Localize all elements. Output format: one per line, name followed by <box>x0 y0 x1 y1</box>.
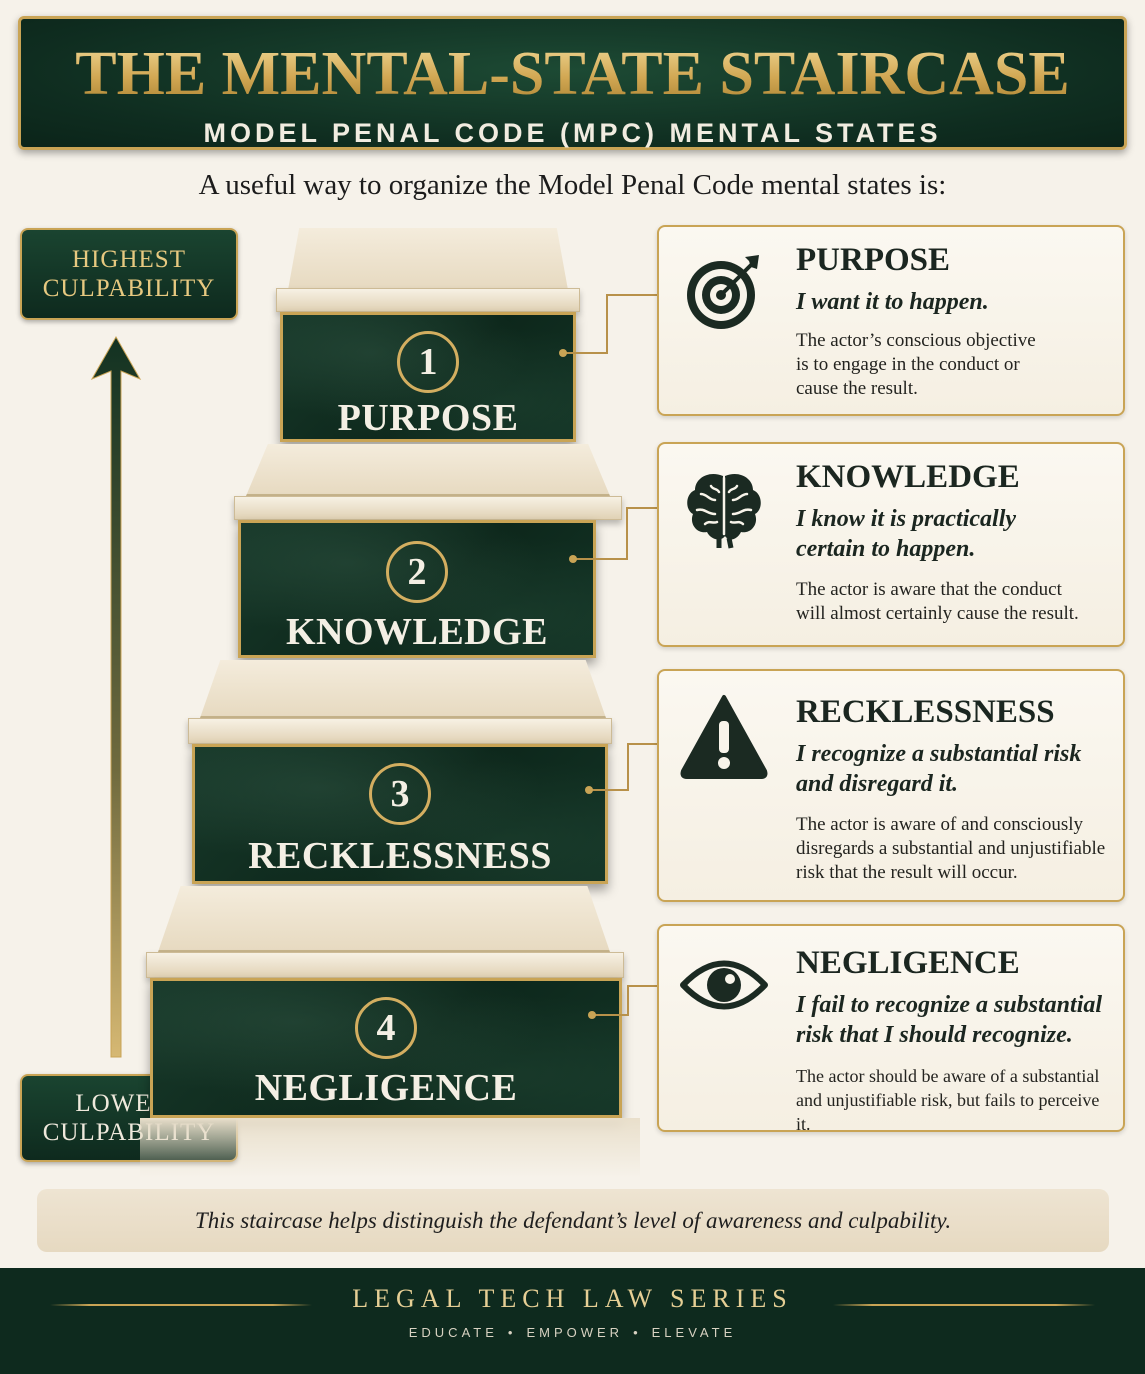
card-recklessness: RECKLESSNESS I recognize a substantial r… <box>657 669 1125 902</box>
card-tagline-knowledge: I know it is practically certain to happ… <box>796 504 1109 564</box>
footnote: This staircase helps distinguish the def… <box>37 1189 1109 1252</box>
card-purpose: PURPOSE I want it to happen. The actor’s… <box>657 225 1125 416</box>
target-icon <box>687 255 759 329</box>
tagline-line: I recognize a substantial risk <box>796 741 1082 767</box>
page-title: THE MENTAL-STATE STAIRCASE <box>21 39 1124 109</box>
tagline-line: I know it is practically <box>796 506 1017 532</box>
tread-3 <box>200 660 606 718</box>
series-title: LEGAL TECH LAW SERIES <box>352 1284 793 1313</box>
step-knowledge: 2 KNOWLEDGE <box>238 520 596 658</box>
desc-line: is to engage in the conduct or <box>796 354 1020 375</box>
tread-2 <box>246 444 610 496</box>
step-number-4: 4 <box>355 997 417 1059</box>
desc-line: The actor’s conscious objective <box>796 330 1036 351</box>
step-number-3: 3 <box>369 763 431 825</box>
card-negligence: NEGLIGENCE I fail to recognize a substan… <box>657 924 1125 1134</box>
desc-line: The actor is aware of and consciously <box>796 814 1084 835</box>
separator-dot: • <box>633 1325 642 1340</box>
step-number-1: 1 <box>397 331 459 393</box>
step-recklessness: 3 RECKLESSNESS <box>192 744 608 884</box>
tagline-elevate: ELEVATE <box>651 1325 737 1340</box>
desc-line: cause the result. <box>796 378 918 399</box>
footer-divider-left <box>50 1304 312 1306</box>
tread-nose-2 <box>234 496 622 520</box>
card-title-recklessness: RECKLESSNESS <box>796 694 1055 730</box>
header-banner: THE MENTAL-STATE STAIRCASE MODEL PENAL C… <box>18 16 1127 150</box>
tagline-empower: EMPOWER <box>526 1325 624 1340</box>
stair-base <box>140 1118 640 1178</box>
page-subtitle: MODEL PENAL CODE (MPC) MENTAL STATES <box>203 118 942 148</box>
card-tagline-recklessness: I recognize a substantial risk and disre… <box>796 739 1109 799</box>
tagline-line: I want it to happen. <box>796 289 989 315</box>
tagline-line: risk that I should recognize. <box>796 1022 1073 1048</box>
tagline-line: I fail to recognize a substantial <box>796 992 1103 1018</box>
step-label-negligence: NEGLIGENCE <box>254 1067 518 1109</box>
eye-icon <box>680 960 768 1010</box>
footer-divider-right <box>833 1304 1095 1306</box>
staircase: 1 PURPOSE 2 KNOWLEDGE 3 RECKLESSNESS 4 N… <box>140 222 640 1182</box>
tagline-educate: EDUCATE <box>408 1325 498 1340</box>
intro-text: A useful way to organize the Model Penal… <box>198 169 947 201</box>
step-label-recklessness: RECKLESSNESS <box>248 835 552 877</box>
tagline-line: and disregard it. <box>796 771 959 797</box>
tread-nose-1 <box>276 288 580 312</box>
desc-line: risk that the result will occur. <box>796 862 1018 883</box>
culpability-arrow-icon <box>90 335 142 1058</box>
desc-line: The actor should be aware of a substanti… <box>796 1066 1100 1086</box>
card-title-negligence: NEGLIGENCE <box>796 945 1020 981</box>
series-tagline: EDUCATE • EMPOWER • ELEVATE <box>0 1324 1145 1342</box>
desc-line: and unjustifiable risk, but fails to per… <box>796 1090 1100 1134</box>
card-description-purpose: The actor’s conscious objective is to en… <box>796 329 1113 401</box>
warning-icon <box>680 695 768 779</box>
card-title-purpose: PURPOSE <box>796 242 951 278</box>
desc-line: The actor is aware that the conduct <box>796 579 1062 600</box>
tread-4 <box>158 886 610 952</box>
tagline-line: certain to happen. <box>796 536 976 562</box>
highest-line2: CULPABILITY <box>42 275 216 302</box>
card-tagline-negligence: I fail to recognize a substantial risk t… <box>796 990 1109 1050</box>
step-purpose: 1 PURPOSE <box>280 312 576 442</box>
card-description-knowledge: The actor is aware that the conduct will… <box>796 578 1113 626</box>
footer: LEGAL TECH LAW SERIES EDUCATE • EMPOWER • EL… <box>0 1268 1145 1374</box>
separator-dot: • <box>507 1325 517 1340</box>
highest-line1: HIGHEST <box>72 246 186 273</box>
step-negligence: 4 NEGLIGENCE <box>150 978 622 1118</box>
desc-line: disregards a substantial and unjustifiab… <box>796 838 1106 859</box>
step-label-purpose: PURPOSE <box>337 397 519 439</box>
tread-nose-3 <box>188 718 612 744</box>
card-knowledge: KNOWLEDGE I know it is practically certa… <box>657 442 1125 647</box>
step-label-knowledge: KNOWLEDGE <box>285 611 549 653</box>
desc-line: will almost certainly cause the result. <box>796 603 1079 624</box>
card-tagline-purpose: I want it to happen. <box>796 287 1109 317</box>
tread-1 <box>288 228 568 290</box>
brain-icon <box>687 473 761 549</box>
card-description-negligence: The actor should be aware of a substanti… <box>796 1064 1113 1136</box>
step-number-2: 2 <box>386 541 448 603</box>
highest-culpability-label: HIGHEST CULPABILITY <box>20 228 238 320</box>
tread-nose-4 <box>146 952 624 978</box>
card-description-recklessness: The actor is aware of and consciously di… <box>796 813 1113 885</box>
card-title-knowledge: KNOWLEDGE <box>796 459 1020 495</box>
